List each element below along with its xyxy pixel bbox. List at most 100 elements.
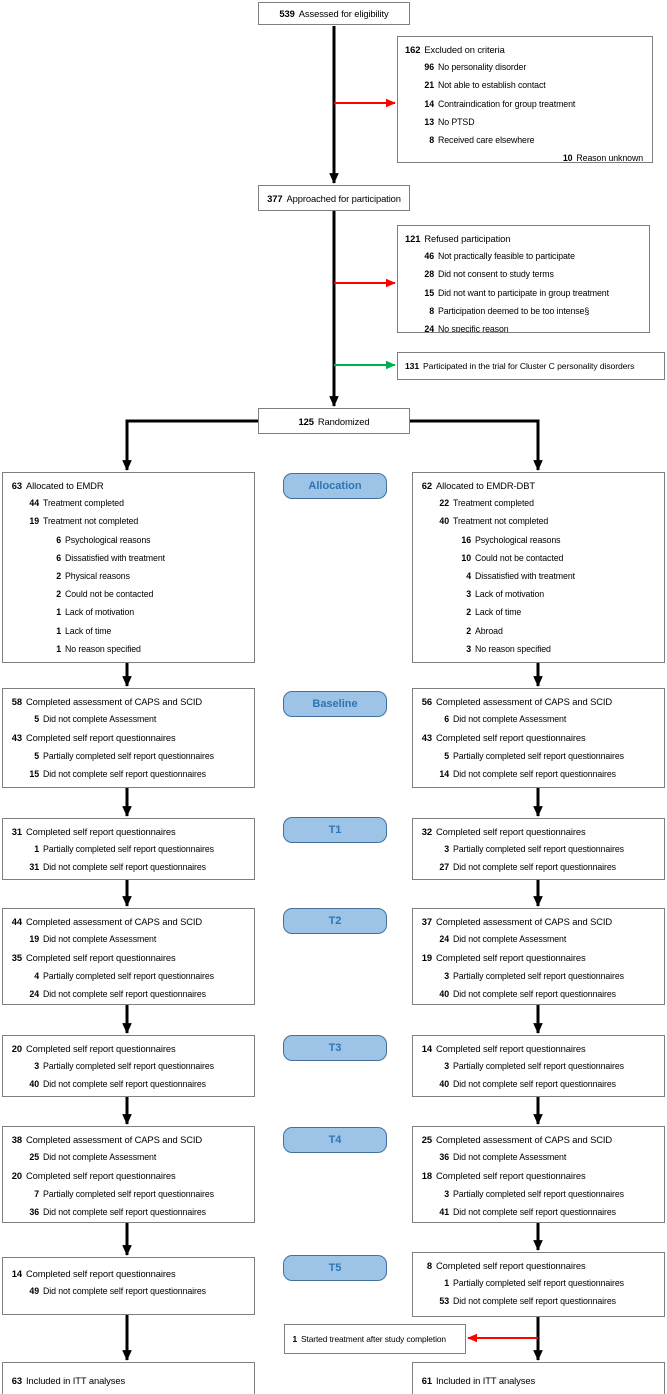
line-label: Completed self report questionnaires xyxy=(436,731,586,743)
line-label: Did not complete self report questionnai… xyxy=(43,1079,206,1090)
count-value: 539 xyxy=(279,8,295,19)
line-label: Could not be contacted xyxy=(475,552,564,563)
count-value: 31 xyxy=(29,862,39,873)
stage-label-baseline: Baseline xyxy=(283,691,387,717)
line-label: Randomized xyxy=(317,415,370,427)
count-value: 14 xyxy=(11,1267,22,1279)
count-value: 7 xyxy=(34,1188,39,1199)
count-value: 44 xyxy=(11,915,22,927)
count-value: 8 xyxy=(429,305,434,316)
line-label: Included in ITT analyses xyxy=(436,1374,536,1386)
count-value: 24 xyxy=(29,988,39,999)
line-label: Did not complete self report questionnai… xyxy=(453,1079,616,1090)
count-value: 21 xyxy=(424,80,434,91)
line-label: Did not complete self report questionnai… xyxy=(43,1206,206,1217)
count-value: 2 xyxy=(466,625,471,636)
count-value: 44 xyxy=(29,498,39,509)
count-value: 4 xyxy=(34,970,39,981)
line-label: Completed assessment of CAPS and SCID xyxy=(436,695,613,707)
flow-line: 14 Completed self report questionnaires xyxy=(3,1264,254,1282)
line-label: Did not want to participate in group tre… xyxy=(438,287,609,298)
count-value: 41 xyxy=(439,1206,449,1217)
line-label: Did not complete Assessment xyxy=(43,714,157,725)
count-value: 14 xyxy=(439,768,449,779)
count-value: 38 xyxy=(11,1133,22,1145)
line-label: Completed self report questionnaires xyxy=(436,1169,586,1181)
count-value: 8 xyxy=(429,135,434,146)
line-label: Partially completed self report question… xyxy=(43,1061,214,1072)
line-label: Lack of motivation xyxy=(475,589,545,600)
count-value: 2 xyxy=(56,589,61,600)
count-value: 24 xyxy=(424,324,434,333)
line-label: Psychological reasons xyxy=(65,534,151,545)
line-label: Did not complete self report questionnai… xyxy=(453,988,616,999)
line-label: Abroad xyxy=(475,625,503,636)
stage-label-t3: T3 xyxy=(283,1035,387,1061)
line-label: Partially completed self report question… xyxy=(43,970,214,981)
stage-label-t1: T1 xyxy=(283,817,387,843)
line-label: Did not complete Assessment xyxy=(453,1152,567,1163)
line-label: Did not complete self report questionnai… xyxy=(43,1286,206,1297)
count-value: 13 xyxy=(424,116,434,127)
line-label: Treatment not completed xyxy=(453,516,549,527)
count-value: 2 xyxy=(56,571,61,582)
count-value: 3 xyxy=(444,970,449,981)
count-value: 19 xyxy=(29,934,39,945)
line-label: Dissatisfied with treatment xyxy=(475,571,575,582)
line-label: Partially completed self report question… xyxy=(453,1188,624,1199)
line-label: Completed self report questionnaires xyxy=(436,951,586,963)
count-value: 19 xyxy=(29,516,39,527)
line-label: Completed self report questionnaires xyxy=(26,1169,176,1181)
count-value: 10 xyxy=(461,552,471,563)
line-label: No personality disorder xyxy=(438,62,527,73)
count-value: 15 xyxy=(424,287,434,298)
line-label: No reason specified xyxy=(475,643,551,654)
count-value: 63 xyxy=(11,1374,22,1386)
line-label: Completed assessment of CAPS and SCID xyxy=(26,1133,203,1145)
line-label: Assessed for eligibility xyxy=(298,8,389,19)
line-label: Reason unknown xyxy=(576,153,643,163)
line-label: Lack of time xyxy=(475,607,522,618)
line-label: Completed self report questionnaires xyxy=(26,1267,176,1279)
flow-line: 5 Partially completed self report questio… xyxy=(413,747,664,765)
flow-line: 15 Did not want to participate in group t… xyxy=(398,284,649,302)
count-value: 28 xyxy=(424,269,434,280)
count-value: 35 xyxy=(11,951,22,963)
count-value: 56 xyxy=(421,695,432,707)
count-value: 5 xyxy=(444,750,449,761)
line-label: Partially completed self report question… xyxy=(453,750,624,761)
